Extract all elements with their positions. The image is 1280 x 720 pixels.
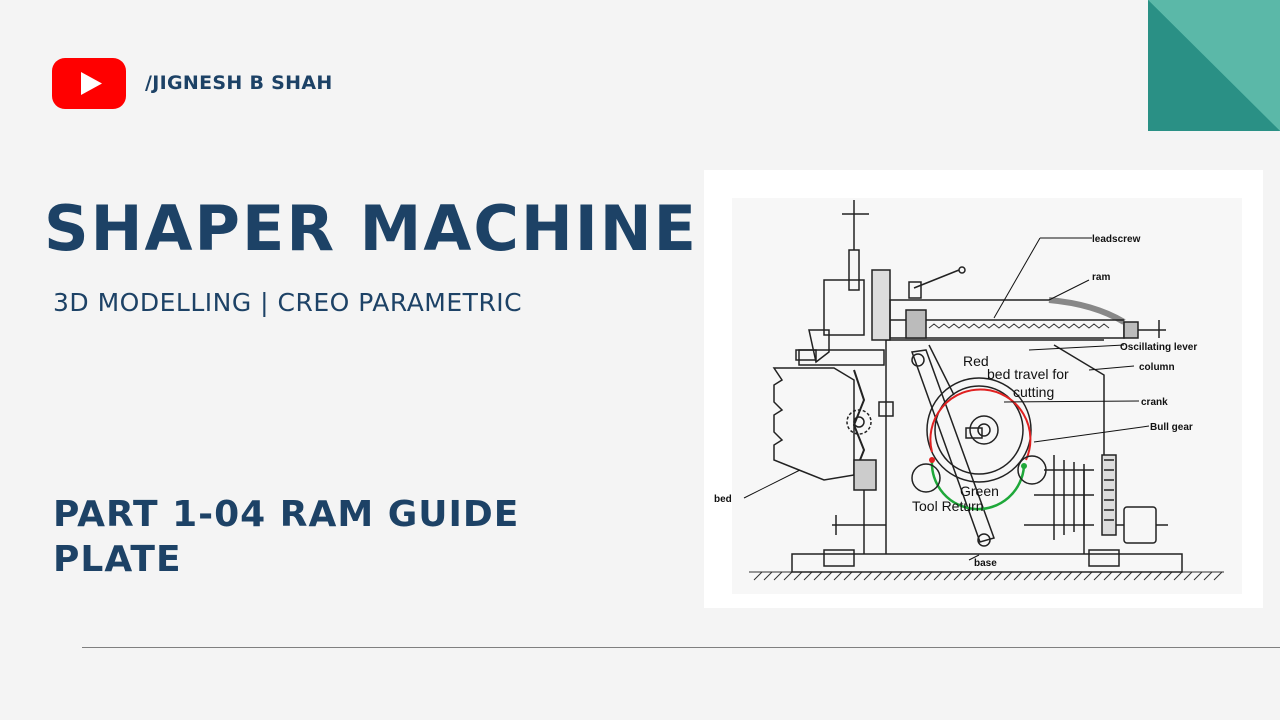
feed-handles <box>823 200 966 336</box>
page-subtitle: 3D MODELLING | CREO PARAMETRIC <box>53 288 523 317</box>
label-crank: crank <box>1141 397 1168 408</box>
youtube-play-icon <box>52 58 126 109</box>
green-marker <box>1021 463 1027 469</box>
machine-bed <box>772 367 894 554</box>
label-bed: bed <box>714 494 732 505</box>
label-base: base <box>974 558 997 569</box>
cutting-stroke-arc <box>929 388 1032 461</box>
label-tool-return: Tool Return <box>912 498 984 514</box>
label-bed-travel: bed travel for <box>987 366 1069 382</box>
tool-head <box>795 329 885 366</box>
diagram-backdrop <box>732 198 1242 594</box>
return-stroke-arc <box>930 459 1026 511</box>
corner-accent-shade <box>1148 0 1280 131</box>
page-title: SHAPER MACHINE <box>44 192 699 265</box>
channel-name[interactable]: /JIGNESH B SHAH <box>145 72 333 94</box>
machine-base <box>791 549 1183 573</box>
part-title: PART 1-04 RAM GUIDE PLATE <box>53 494 520 580</box>
label-oscillating-lever: Oscillating lever <box>1120 342 1197 353</box>
label-green: Green <box>960 483 999 499</box>
label-red: Red <box>963 353 989 369</box>
corner-accent-triangles <box>1148 0 1280 131</box>
label-bull-gear: Bull gear <box>1150 422 1193 433</box>
diagram-drawing: leadscrew ram Oscillating lever column c… <box>714 198 1242 594</box>
leadscrew <box>928 323 1110 329</box>
drive-gears <box>911 454 1168 544</box>
youtube-logo[interactable] <box>52 58 126 109</box>
label-column: column <box>1139 362 1175 373</box>
red-marker <box>929 457 935 463</box>
leader-lines <box>743 237 1150 561</box>
label-ram: ram <box>1092 272 1110 283</box>
machine-ram <box>871 269 1166 341</box>
shaper-machine-diagram: leadscrew ram Oscillating lever column c… <box>704 170 1263 608</box>
divider-line <box>82 647 1280 648</box>
bull-gear <box>926 377 1032 483</box>
label-leadscrew: leadscrew <box>1092 234 1141 245</box>
label-cutting: cutting <box>1013 384 1054 400</box>
